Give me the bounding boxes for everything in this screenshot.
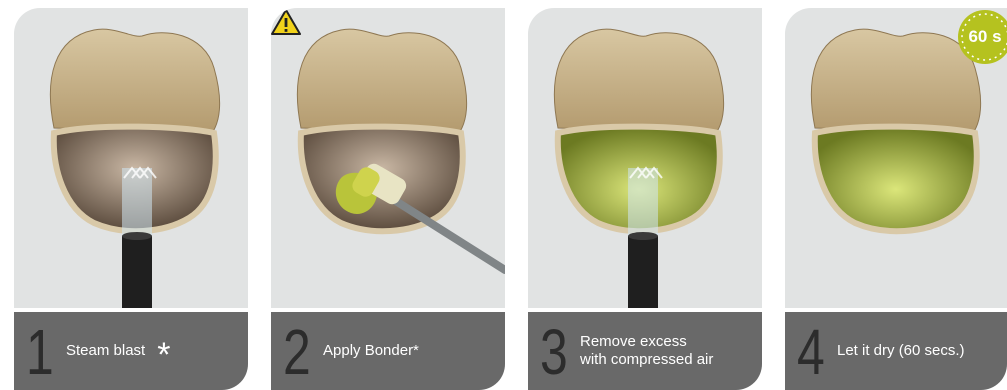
step-label: Apply Bonder* [323, 312, 419, 390]
step-2-image [271, 8, 505, 308]
step-card-4: 60 s 4 Let it dry (60 secs.) [785, 8, 1007, 390]
asterisk-mark: * [157, 338, 170, 372]
step-number: 1 [26, 320, 54, 384]
step-3-image [528, 8, 762, 308]
step-number: 4 [797, 320, 825, 384]
step-text-line-2: with compressed air [580, 351, 713, 369]
step-text: Apply Bonder* [323, 342, 419, 360]
step-card-1: 1 Steam blast * [14, 8, 248, 390]
step-card-3: 3 Remove excess with compressed air [528, 8, 762, 390]
step-label: Let it dry (60 secs.) [837, 312, 965, 390]
step-1-image [14, 8, 248, 308]
step-2-caption: 2 Apply Bonder* [271, 312, 505, 390]
crown-bonder-illustration [271, 8, 505, 308]
step-number: 2 [283, 320, 311, 384]
timer-badge: 60 s [956, 8, 1007, 66]
step-card-2: 2 Apply Bonder* [271, 8, 505, 390]
step-text: Let it dry (60 secs.) [837, 342, 965, 360]
step-4-image: 60 s [785, 8, 1007, 308]
step-label: Steam blast * [66, 312, 170, 390]
crown-steam-illustration [14, 8, 248, 308]
step-1-caption: 1 Steam blast * [14, 312, 248, 390]
step-text: Steam blast [66, 342, 145, 360]
timer-label: 60 s [956, 8, 1007, 66]
step-3-caption: 3 Remove excess with compressed air [528, 312, 762, 390]
step-text-line-1: Remove excess [580, 333, 713, 351]
warning-icon [271, 8, 301, 36]
crown-air-illustration [528, 8, 762, 308]
step-number: 3 [540, 320, 568, 384]
step-4-caption: 4 Let it dry (60 secs.) [785, 312, 1007, 390]
step-label: Remove excess with compressed air [580, 312, 713, 390]
